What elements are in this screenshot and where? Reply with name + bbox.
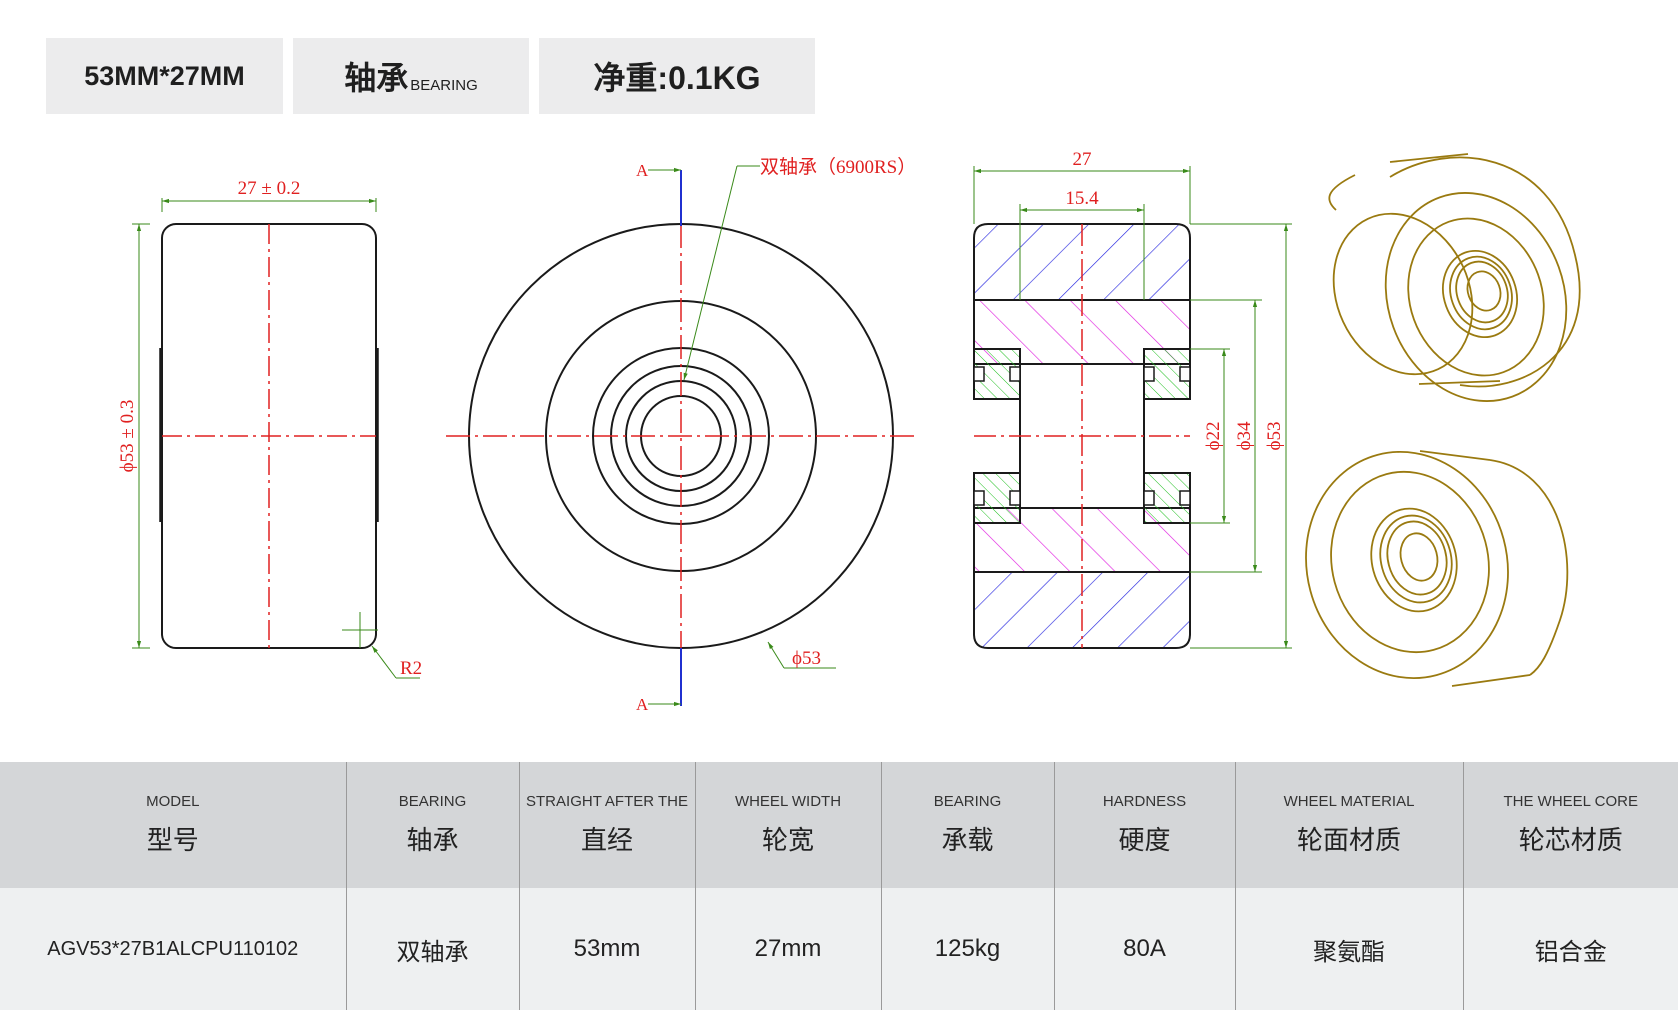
bearing-callout: 双轴承（6900RS） [760, 156, 916, 178]
section-mark-top: A [636, 161, 649, 180]
front-diameter-label: ϕ53 [792, 648, 821, 669]
section-dia-34-label: ϕ34 [1234, 421, 1255, 451]
corner-radius-label: R2 [400, 658, 422, 679]
bearing-tag-sub: BEARING [410, 77, 478, 94]
size-tag-text: 53MM*27MM [84, 60, 245, 91]
front-view: A A 双轴承（6900RS） ϕ53 [446, 156, 916, 714]
weight-tag-text: 净重:0.1KG [593, 60, 761, 96]
section-view: 27 15.4 ϕ22 ϕ34 ϕ53 [973, 149, 1292, 649]
value-hardness: 80A [1054, 888, 1236, 1010]
iso-view-bottom [1305, 450, 1569, 687]
bearing-tag-main: 轴承 [344, 60, 409, 96]
section-inner-width-label: 15.4 [1065, 188, 1099, 209]
iso-view-top [1328, 153, 1581, 402]
value-wheel-material: 聚氨酯 [1235, 888, 1464, 1010]
side-width-dim: 27 ± 0.2 [238, 178, 301, 199]
bearing-tag: 轴承 BEARING [293, 38, 529, 114]
section-width-label: 27 [1073, 149, 1092, 170]
side-diameter-dim: ϕ53 ± 0.3 [117, 400, 138, 473]
value-load: 125kg [881, 888, 1055, 1010]
spec-table-value-row: AGV53*27B1ALCPU110102 双轴承 53mm 27mm 125k… [0, 888, 1678, 1010]
value-wheel-width: 27mm [695, 888, 882, 1010]
weight-tag: 净重:0.1KG [539, 38, 815, 114]
value-model: AGV53*27B1ALCPU110102 [0, 888, 347, 1010]
value-wheel-core: 铝合金 [1463, 888, 1678, 1010]
side-view: 27 ± 0.2 ϕ53 ± 0.3 R2 [117, 178, 422, 679]
value-diameter: 53mm [519, 888, 696, 1010]
section-dia-22-label: ϕ22 [1203, 421, 1224, 450]
section-mark-bottom: A [636, 695, 649, 714]
technical-drawing: 27 ± 0.2 ϕ53 ± 0.3 R2 A A 双轴承（6900RS） [117, 149, 1581, 714]
value-bearing: 双轴承 [346, 888, 520, 1010]
size-tag: 53MM*27MM [46, 38, 283, 114]
section-dia-53-label: ϕ53 [1264, 421, 1285, 450]
